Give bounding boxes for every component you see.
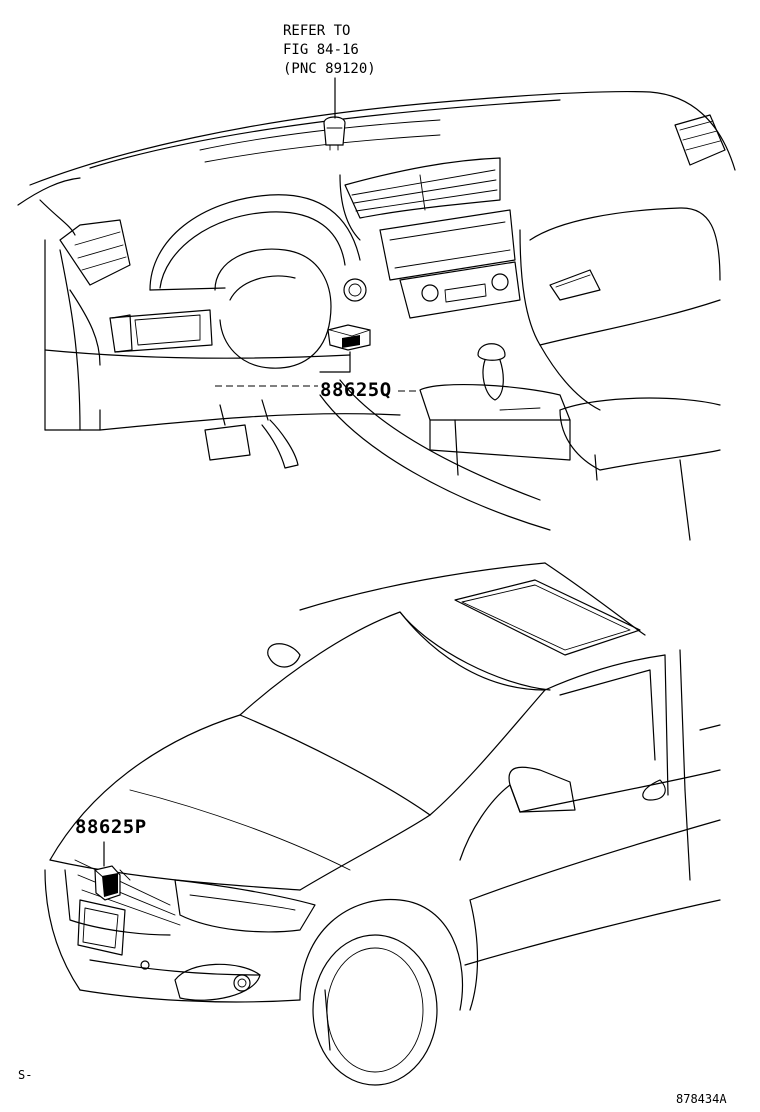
refer-to-line-1: REFER TO — [283, 23, 351, 39]
vehicle-illustration — [44, 562, 721, 1086]
corner-code: S- — [18, 1068, 33, 1082]
refer-to-line-2: FIG 84-16 — [283, 42, 359, 58]
refer-to-line-3: (PNC 89120) — [283, 61, 376, 77]
part-number-88625p: 88625P — [75, 816, 147, 838]
dashboard-illustration — [17, 77, 736, 541]
figure-number: 878434A — [676, 1092, 727, 1106]
refer-to-note: REFER TO FIG 84-16 (PNC 89120) — [283, 22, 376, 79]
part-number-88625q: 88625Q — [320, 379, 392, 401]
